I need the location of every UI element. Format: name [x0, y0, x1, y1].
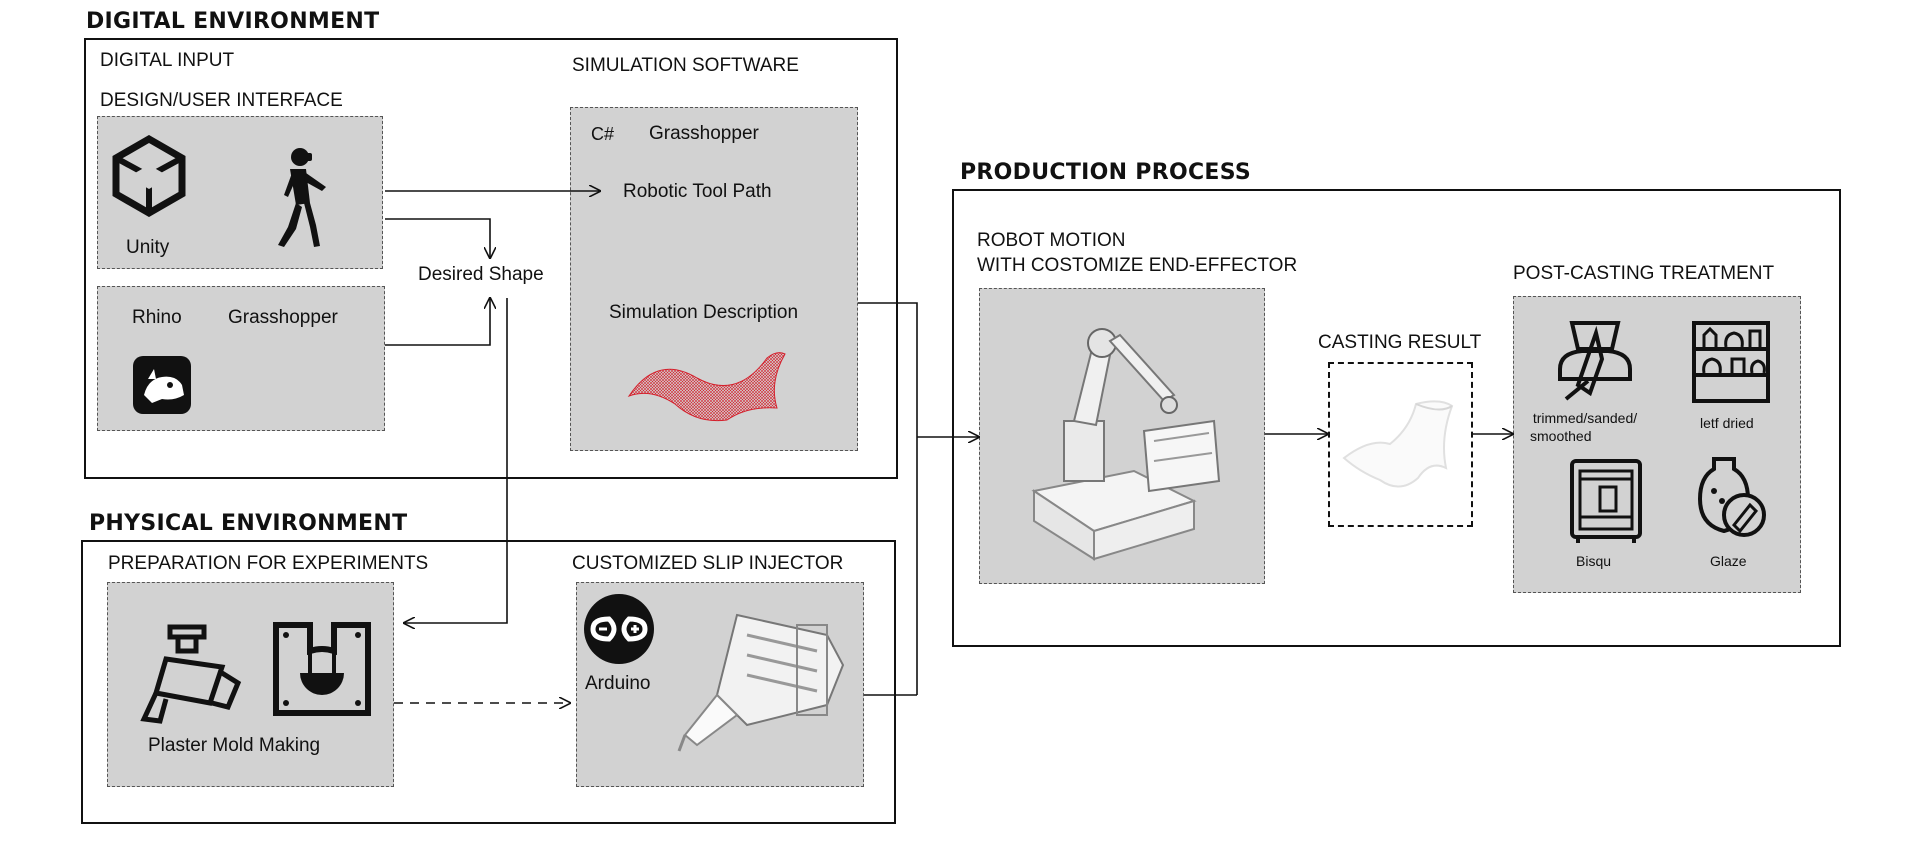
glaze-label: Glaze: [1710, 553, 1747, 569]
trimmed-label-1: trimmed/sanded/: [1532, 410, 1638, 426]
mold-icon: [273, 622, 371, 716]
robotic-tool-path-label: Robotic Tool Path: [623, 181, 772, 202]
simulation-software-label: SIMULATION SOFTWARE: [572, 55, 799, 76]
robot-panel: [979, 288, 1265, 584]
pouring-icon: [140, 624, 242, 724]
glaze-icon: [1697, 457, 1766, 537]
robot-motion-label-2: WITH COSTOMIZE END-EFFECTOR: [977, 255, 1298, 276]
rhino-logo-icon: [133, 356, 191, 414]
post-casting-panel: trimmed/sanded/ smoothed letf dried Bisq…: [1513, 296, 1801, 593]
sanding-icon: [1558, 321, 1632, 401]
sim-grasshopper-label: Grasshopper: [649, 123, 759, 144]
simulation-panel: C# Grasshopper Robotic Tool Path Simulat…: [570, 107, 858, 451]
trimmed-label-2: smoothed: [1530, 428, 1592, 444]
post-casting-label: POST-CASTING TREATMENT: [1513, 263, 1775, 284]
desired-shape-label: Desired Shape: [418, 264, 544, 285]
robot-motion-label-1: ROBOT MOTION: [977, 230, 1126, 251]
kiln-icon: [1570, 459, 1642, 543]
production-process-frame: [952, 189, 1841, 647]
casting-result-graphic: [1342, 400, 1454, 488]
arduino-label: Arduino: [585, 673, 651, 694]
design-ui-panel: Unity: [97, 116, 383, 269]
slip-injector-graphic: [677, 613, 845, 752]
grasshopper-label: Grasshopper: [228, 307, 338, 328]
plaster-mold-panel: Plaster Mold Making: [107, 582, 394, 787]
production-process-title: PRODUCTION PROCESS: [960, 160, 1252, 185]
simulation-description-label: Simulation Description: [609, 302, 799, 323]
physical-environment-title: PHYSICAL ENVIRONMENT: [89, 511, 408, 536]
unity-label: Unity: [126, 237, 170, 258]
arduino-logo-icon: [584, 594, 654, 664]
rhino-label: Rhino: [132, 307, 182, 328]
slip-injector-label: CUSTOMIZED SLIP INJECTOR: [572, 553, 844, 574]
preparation-label: PREPARATION FOR EXPERIMENTS: [108, 553, 429, 574]
left-dried-label: letf dried: [1700, 415, 1754, 431]
design-ui-label: DESIGN/USER INTERFACE: [100, 90, 343, 111]
unity-logo-icon: [112, 135, 186, 217]
digital-input-label: DIGITAL INPUT: [100, 50, 235, 71]
slip-injector-panel: Arduino: [576, 582, 864, 787]
casting-result-frame: [1328, 362, 1473, 527]
csharp-label: C#: [591, 124, 615, 144]
bisqu-label: Bisqu: [1576, 553, 1612, 569]
robot-arm-graphic: [1031, 328, 1221, 561]
casting-result-label: CASTING RESULT: [1318, 332, 1482, 353]
rhino-grasshopper-panel: Rhino Grasshopper: [97, 286, 385, 431]
digital-environment-title: DIGITAL ENVIRONMENT: [86, 9, 380, 34]
vr-user-icon: [278, 148, 326, 247]
plaster-mold-label: Plaster Mold Making: [148, 735, 321, 756]
drying-shelf-icon: [1692, 321, 1770, 403]
simulation-mesh-graphic: [627, 352, 786, 422]
